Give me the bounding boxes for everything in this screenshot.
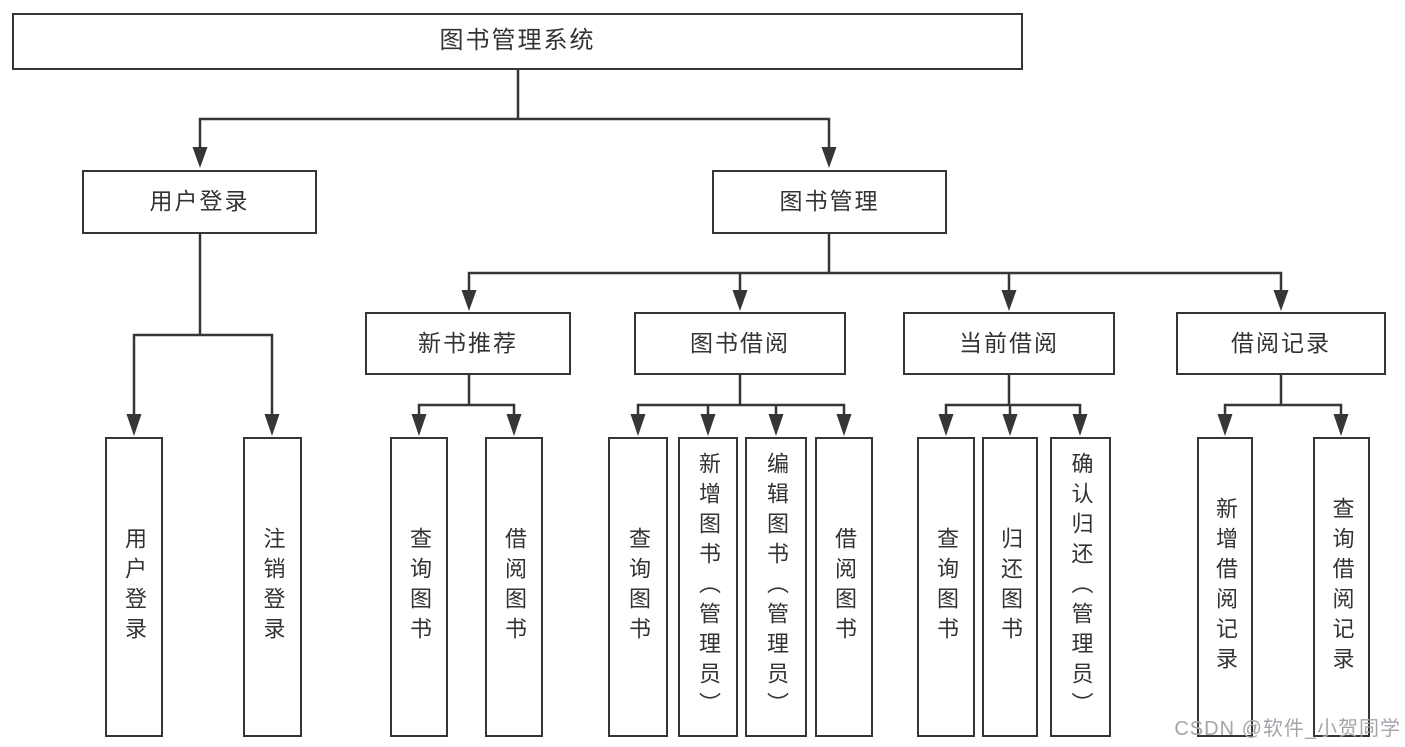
arrowhead-icon — [1001, 290, 1017, 311]
node-library-management-system: 图书管理系统 — [12, 13, 1023, 70]
connector-user-login-children — [132, 232, 274, 417]
connector-book-borrow-children — [636, 373, 846, 418]
leaf-borrow-books: 借阅图书 — [815, 437, 873, 737]
arrowhead-icon — [1217, 414, 1233, 436]
arrowhead-icon — [732, 290, 748, 311]
arrowhead-icon — [630, 414, 646, 436]
leaf-return-books: 归还图书 — [982, 437, 1038, 737]
connector-borrow-records-children — [1223, 373, 1343, 418]
leaf-add-books-admin: 新增图书（管理员） — [678, 437, 738, 737]
leaf-user-login: 用户登录 — [105, 437, 163, 737]
arrowhead-icon — [768, 414, 784, 436]
leaf-query-books-current: 查询图书 — [917, 437, 975, 737]
connector-book-management-children — [467, 232, 1283, 293]
node-user-login: 用户登录 — [82, 170, 317, 234]
node-book-borrow: 图书借阅 — [634, 312, 846, 375]
arrowhead-icon — [192, 147, 208, 168]
arrowhead-icon — [1072, 414, 1088, 436]
node-borrow-records: 借阅记录 — [1176, 312, 1386, 375]
arrowhead-icon — [1002, 414, 1018, 436]
leaf-query-books-recommend: 查询图书 — [390, 437, 448, 737]
leaf-edit-books-admin: 编辑图书（管理员） — [745, 437, 807, 737]
connector-root-to-level2 — [198, 68, 831, 152]
arrowhead-icon — [506, 414, 522, 436]
node-new-book-recommend: 新书推荐 — [365, 312, 571, 375]
arrowhead-icon — [700, 414, 716, 436]
arrowhead-icon — [938, 414, 954, 436]
leaf-confirm-return-admin: 确认归还（管理员） — [1050, 437, 1111, 737]
node-current-borrow: 当前借阅 — [903, 312, 1115, 375]
arrowhead-icon — [1333, 414, 1349, 436]
arrowhead-icon — [126, 414, 142, 436]
arrowhead-icon — [1273, 290, 1289, 311]
leaf-add-borrow-record: 新增借阅记录 — [1197, 437, 1253, 737]
arrowhead-icon — [821, 147, 837, 168]
watermark: CSDN @软件_小贺同学 — [1174, 718, 1401, 740]
arrowhead-icon — [411, 414, 427, 436]
connector-current-borrow-children — [944, 373, 1082, 418]
arrowhead-icon — [461, 290, 477, 311]
leaf-logout-login: 注销登录 — [243, 437, 302, 737]
leaf-query-borrow-record: 查询借阅记录 — [1313, 437, 1370, 737]
leaf-query-books-borrow: 查询图书 — [608, 437, 668, 737]
arrowhead-icon — [836, 414, 852, 436]
connector-new-book-recommend-children — [417, 373, 516, 418]
leaf-borrow-books-recommend: 借阅图书 — [485, 437, 543, 737]
node-book-management: 图书管理 — [712, 170, 947, 234]
arrowhead-icon — [264, 414, 280, 436]
